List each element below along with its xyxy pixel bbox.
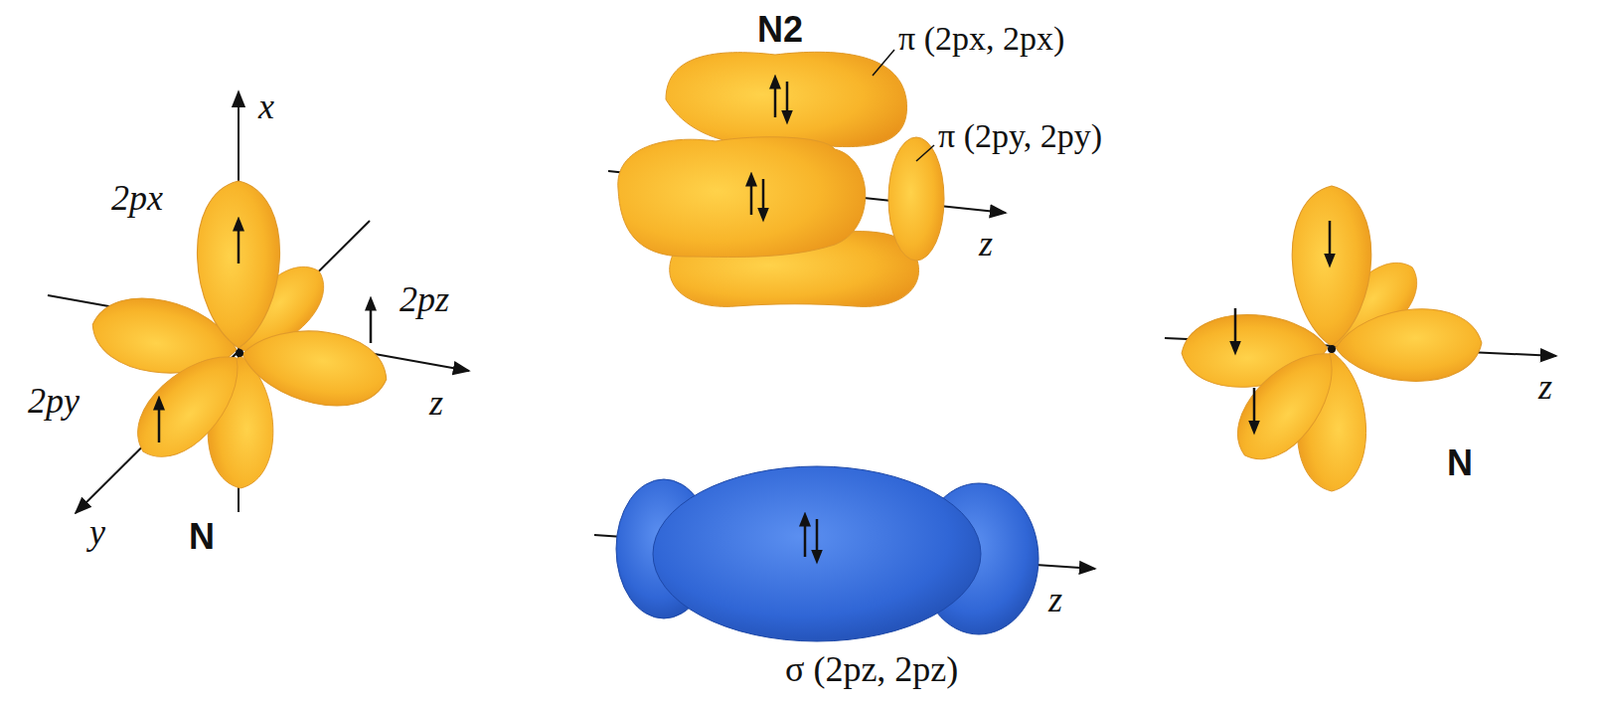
- axis-label: y: [89, 512, 106, 553]
- orbital-lobe: [1334, 307, 1483, 385]
- nucleus-dot: [235, 348, 244, 357]
- pi-lobe: [618, 137, 866, 258]
- orbital-lobe: [1291, 185, 1371, 346]
- spin-arrows: [1235, 220, 1330, 428]
- atom-label: N: [1446, 443, 1473, 483]
- right-atom: [1164, 185, 1557, 491]
- spin-arrows: [804, 518, 817, 557]
- pi-lobe: [888, 137, 945, 261]
- orbital-lobe: [1219, 332, 1355, 477]
- orbital-label: 2px: [111, 178, 163, 219]
- left-atom: [47, 91, 470, 513]
- orbital-label: π (2px, 2px): [898, 19, 1065, 57]
- axis-label: z: [978, 224, 993, 265]
- atom-label: N: [188, 516, 215, 557]
- pi-lobe: [665, 51, 908, 147]
- orbital-label: π (2py, 2py): [938, 117, 1103, 155]
- orbital-lobe: [236, 318, 393, 415]
- orbital-label: 2py: [27, 381, 80, 422]
- sigma-lobe: [652, 466, 981, 641]
- sigma-orbital: [594, 466, 1096, 641]
- orbital-lobe: [197, 180, 281, 348]
- orbital-lobe: [120, 334, 260, 475]
- orbital-label: σ (2pz, 2pz): [785, 649, 959, 690]
- axis-label: z: [1048, 580, 1063, 621]
- leader-line: [872, 49, 895, 76]
- leader-line: [916, 145, 935, 161]
- spin-arrows: [159, 223, 371, 443]
- spin-arrows: [751, 81, 788, 215]
- axis-label: z: [429, 383, 444, 424]
- pi-orbitals: [608, 49, 1006, 307]
- molecule-label: N2: [757, 9, 803, 50]
- orbital-label: 2pz: [399, 280, 450, 320]
- axis-label: z: [1538, 367, 1553, 408]
- axis-label: x: [258, 87, 275, 128]
- nucleus-dot: [1327, 344, 1336, 353]
